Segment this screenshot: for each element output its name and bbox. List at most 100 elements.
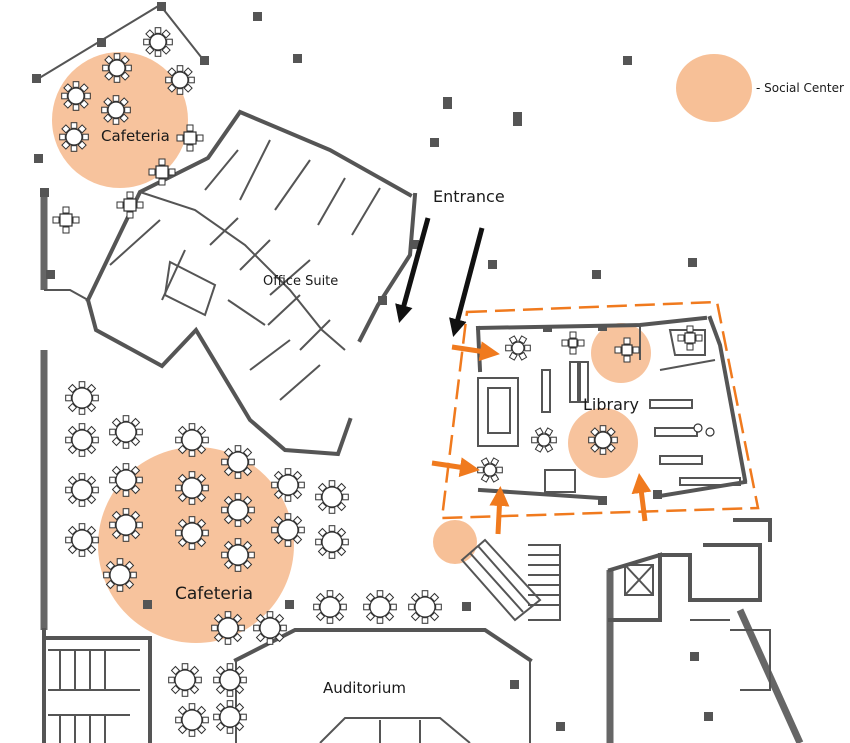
legend-swatch bbox=[676, 54, 752, 122]
chair-icon bbox=[223, 447, 234, 458]
chair-icon bbox=[240, 676, 247, 684]
chair-icon bbox=[92, 436, 99, 444]
chair-icon bbox=[292, 489, 303, 500]
table-icon bbox=[52, 206, 80, 234]
chair-icon bbox=[79, 99, 89, 109]
columns bbox=[40, 12, 713, 731]
chair-icon bbox=[242, 514, 253, 525]
chair-icon bbox=[421, 617, 429, 624]
arrow-icon bbox=[395, 217, 431, 323]
chair-icon bbox=[315, 538, 322, 546]
chair-icon bbox=[67, 544, 78, 555]
chair-icon bbox=[390, 603, 397, 611]
label-cafeteria-bottom: Cafeteria bbox=[175, 584, 253, 604]
chair-icon bbox=[188, 423, 196, 430]
table-icon bbox=[588, 425, 618, 455]
chair-icon bbox=[686, 343, 694, 351]
chair-icon bbox=[284, 513, 292, 520]
chair-icon bbox=[234, 721, 245, 732]
chair-icon bbox=[161, 29, 171, 39]
chair-icon bbox=[119, 97, 129, 107]
chair-icon bbox=[623, 355, 631, 363]
chair-icon bbox=[234, 565, 242, 572]
chair-icon bbox=[255, 632, 266, 643]
chair-icon bbox=[136, 201, 144, 209]
table-icon bbox=[65, 473, 99, 507]
chair-icon bbox=[213, 713, 220, 721]
chair-icon bbox=[86, 444, 97, 455]
chair-icon bbox=[340, 603, 347, 611]
label-office-suite: Office Suite bbox=[263, 274, 338, 289]
chair-icon bbox=[326, 590, 334, 597]
chair-icon bbox=[177, 473, 188, 484]
chair-icon bbox=[196, 705, 207, 716]
chair-icon bbox=[86, 525, 97, 536]
chair-icon bbox=[126, 211, 134, 219]
chair-icon bbox=[234, 665, 245, 676]
chair-icon bbox=[181, 663, 189, 670]
chair-icon bbox=[223, 540, 234, 551]
chair-icon bbox=[284, 540, 292, 547]
chair-icon bbox=[599, 448, 607, 455]
chair-icon bbox=[189, 684, 200, 695]
chair-icon bbox=[116, 585, 124, 592]
chair-icon bbox=[67, 444, 78, 455]
table-icon bbox=[531, 427, 557, 453]
chair-icon bbox=[196, 425, 207, 436]
chair-icon bbox=[175, 484, 182, 492]
chair-icon bbox=[78, 550, 86, 557]
chair-icon bbox=[213, 632, 224, 643]
chair-icon bbox=[92, 394, 99, 402]
chair-icon bbox=[104, 55, 114, 65]
chair-icon bbox=[120, 55, 130, 65]
chair-icon bbox=[534, 443, 544, 453]
chair-icon bbox=[177, 492, 188, 503]
chair-icon bbox=[183, 83, 193, 93]
chair-icon bbox=[271, 481, 278, 489]
chair-icon bbox=[92, 486, 99, 494]
chair-icon bbox=[103, 97, 113, 107]
table-icon bbox=[65, 381, 99, 415]
table-icon bbox=[176, 124, 204, 152]
table-icon bbox=[213, 663, 247, 697]
chair-icon bbox=[196, 492, 207, 503]
chair-icon bbox=[292, 515, 303, 526]
table-icon bbox=[59, 122, 89, 152]
chair-icon bbox=[78, 450, 86, 457]
chair-icon bbox=[67, 494, 78, 505]
chair-icon bbox=[177, 705, 188, 716]
chair-icon bbox=[111, 417, 122, 428]
table-icon bbox=[363, 590, 397, 624]
chair-icon bbox=[606, 427, 616, 437]
chair-icon bbox=[111, 510, 122, 521]
chair-icon bbox=[176, 134, 184, 142]
chair-icon bbox=[72, 216, 80, 224]
chair-icon bbox=[234, 520, 242, 527]
chair-icon bbox=[62, 206, 70, 214]
chair-icon bbox=[79, 83, 89, 93]
chair-icon bbox=[435, 603, 442, 611]
chair-icon bbox=[196, 134, 204, 142]
chair-icon bbox=[170, 684, 181, 695]
chair-icon bbox=[82, 133, 89, 141]
chair-icon bbox=[315, 493, 322, 501]
chair-icon bbox=[232, 613, 243, 624]
chair-icon bbox=[195, 676, 202, 684]
chair-icon bbox=[196, 473, 207, 484]
chair-icon bbox=[215, 702, 226, 713]
chair-icon bbox=[102, 64, 109, 72]
chair-icon bbox=[544, 427, 554, 437]
chair-icon bbox=[496, 466, 503, 474]
chair-icon bbox=[145, 45, 155, 55]
chair-icon bbox=[234, 702, 245, 713]
chair-icon bbox=[65, 486, 72, 494]
chair-icon bbox=[111, 436, 122, 447]
label-entrance: Entrance bbox=[433, 187, 505, 206]
chair-icon bbox=[175, 716, 182, 724]
chair-icon bbox=[550, 436, 557, 444]
chair-icon bbox=[508, 351, 518, 361]
chair-icon bbox=[183, 67, 193, 77]
chair-icon bbox=[544, 443, 554, 453]
chair-icon bbox=[63, 83, 73, 93]
chair-icon bbox=[234, 493, 242, 500]
